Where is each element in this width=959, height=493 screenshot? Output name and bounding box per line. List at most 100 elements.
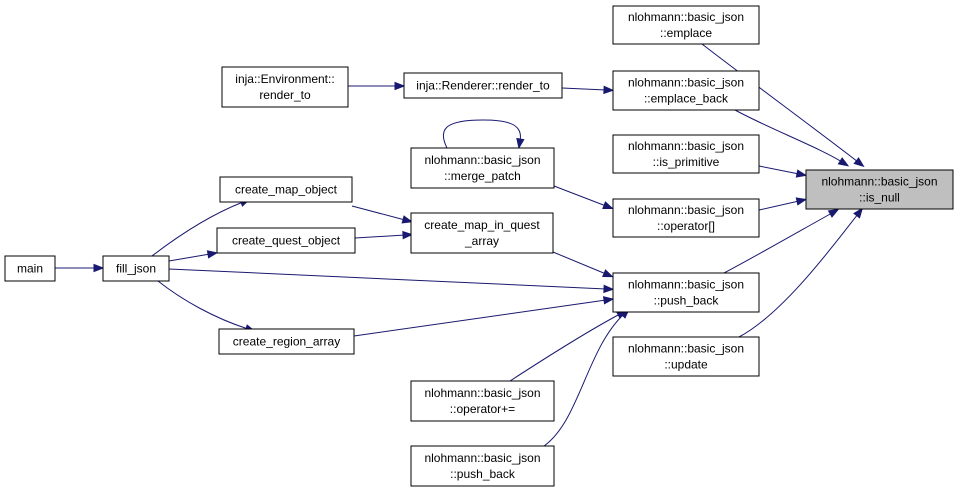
node-label-line: _array — [464, 234, 499, 248]
node-label-line: inja::Environment:: — [235, 72, 334, 86]
edge-line — [561, 87, 607, 91]
node-label-line: ::is_primitive — [653, 155, 720, 169]
node-fill-json[interactable]: fill_json — [102, 255, 170, 282]
node-box[interactable] — [410, 445, 555, 487]
node-box[interactable] — [805, 169, 954, 210]
arrowhead — [602, 201, 614, 210]
node-label-line: ::operator[] — [657, 219, 715, 233]
node-main[interactable]: main — [4, 255, 56, 282]
edge-line — [701, 43, 859, 163]
edge-line — [353, 299, 607, 337]
edge-line — [552, 251, 607, 275]
node-renderer-render-to[interactable]: inja::Renderer::render_to — [403, 72, 563, 99]
edge-layer — [55, 43, 865, 447]
edge-line — [543, 313, 625, 447]
node-box[interactable] — [410, 147, 555, 189]
node-env-render-to[interactable]: inja::Environment::render_to — [221, 66, 349, 108]
node-create-region-array[interactable]: create_region_array — [218, 328, 355, 355]
node-box[interactable] — [612, 198, 760, 238]
node-label-line: render_to — [259, 88, 311, 102]
node-label-line: create_quest_object — [232, 234, 341, 248]
node-label-line: ::emplace_back — [644, 92, 729, 106]
node-is-null[interactable]: nlohmann::basic_json::is_null — [805, 169, 954, 210]
node-box[interactable] — [403, 72, 563, 99]
arrowhead — [394, 81, 406, 91]
edge-fill_json-to-create_region_array — [157, 280, 256, 333]
node-label-line: ::merge_patch — [444, 169, 521, 183]
arrowhead — [837, 157, 850, 167]
arrowhead — [795, 197, 808, 206]
node-label-line: nlohmann::basic_json — [628, 278, 744, 292]
edge-line — [758, 200, 800, 211]
edge-merge_patch-to-merge_patch — [442, 119, 525, 150]
node-label-line: main — [17, 262, 43, 276]
node-label-line: create_region_array — [233, 335, 340, 349]
arrowhead — [853, 207, 864, 219]
edge-create_map_in_quest_array-to-push_back_mid — [552, 251, 614, 278]
node-box[interactable] — [612, 272, 760, 313]
node-operator-idx[interactable]: nlohmann::basic_json::operator[] — [612, 198, 760, 238]
arrowhead — [516, 137, 525, 150]
node-create-quest-object[interactable]: create_quest_object — [216, 227, 356, 254]
node-box[interactable] — [219, 176, 353, 203]
node-box[interactable] — [612, 336, 760, 377]
edge-main-to-fill_json — [55, 263, 105, 273]
edge-line — [758, 165, 800, 175]
node-box[interactable] — [410, 380, 555, 422]
node-push-back-mid[interactable]: nlohmann::basic_json::push_back — [612, 272, 760, 313]
edge-line — [168, 268, 607, 290]
node-label-line: nlohmann::basic_json — [628, 10, 744, 24]
node-box[interactable] — [102, 255, 170, 282]
edge-push_back_mid-to-is_null — [723, 208, 840, 274]
arrowhead — [603, 85, 615, 95]
node-box[interactable] — [410, 212, 554, 254]
edge-op_plus_eq-to-push_back_mid — [509, 310, 628, 382]
node-label-line: nlohmann::basic_json — [424, 451, 540, 465]
node-update[interactable]: nlohmann::basic_json::update — [612, 336, 760, 377]
node-op-plus-eq[interactable]: nlohmann::basic_json::operator+= — [410, 380, 555, 422]
arrowhead — [402, 230, 414, 240]
node-box[interactable] — [612, 134, 760, 174]
edge-fill_json-to-create_quest_object — [168, 250, 219, 262]
arrowhead — [853, 157, 865, 168]
node-box[interactable] — [4, 255, 56, 282]
node-label-line: nlohmann::basic_json — [424, 386, 540, 400]
node-label-line: nlohmann::basic_json — [821, 175, 937, 189]
edge-emplace_back-to-is_null — [734, 109, 850, 167]
node-push-back-lower[interactable]: nlohmann::basic_json::push_back — [410, 445, 555, 487]
node-create-map-in-quest-array[interactable]: create_map_in_quest_array — [410, 212, 554, 254]
node-label-line: create_map_object — [235, 183, 338, 197]
edge-emplace-to-is_null — [701, 43, 865, 168]
node-box[interactable] — [216, 227, 356, 254]
edge-merge_patch-to-operator_idx — [553, 185, 614, 210]
node-create-map-object[interactable]: create_map_object — [219, 176, 353, 203]
edge-line — [723, 212, 833, 274]
edge-renderer_render_to-to-emplace_back — [561, 85, 615, 95]
node-label-line: ::push_back — [654, 294, 720, 308]
node-label-line: ::push_back — [450, 467, 516, 481]
node-label-line: fill_json — [116, 262, 156, 276]
node-label-line: nlohmann::basic_json — [628, 342, 744, 356]
node-emplace[interactable]: nlohmann::basic_json::emplace — [612, 5, 760, 45]
arrowhead — [827, 208, 840, 218]
edge-line — [168, 253, 211, 262]
arrowhead — [795, 169, 808, 178]
edge-create_map_object-to-create_map_in_quest_array — [351, 205, 414, 224]
node-label-line: ::update — [664, 358, 708, 372]
edge-line — [738, 213, 859, 338]
node-box[interactable] — [221, 66, 349, 108]
node-label-line: nlohmann::basic_json — [628, 139, 744, 153]
node-box[interactable] — [612, 5, 760, 45]
node-box[interactable] — [612, 70, 760, 111]
edge-push_back_lower-to-push_back_mid — [543, 308, 631, 447]
node-label-line: ::emplace — [660, 26, 712, 40]
edge-line — [354, 234, 406, 239]
node-box[interactable] — [218, 328, 355, 355]
arrowhead — [401, 215, 414, 224]
node-label-line: ::is_null — [859, 191, 900, 205]
node-merge-patch[interactable]: nlohmann::basic_json::merge_patch — [410, 147, 555, 189]
edge-line — [509, 313, 621, 382]
node-emplace-back[interactable]: nlohmann::basic_json::emplace_back — [612, 70, 760, 111]
node-is-primitive[interactable]: nlohmann::basic_json::is_primitive — [612, 134, 760, 174]
